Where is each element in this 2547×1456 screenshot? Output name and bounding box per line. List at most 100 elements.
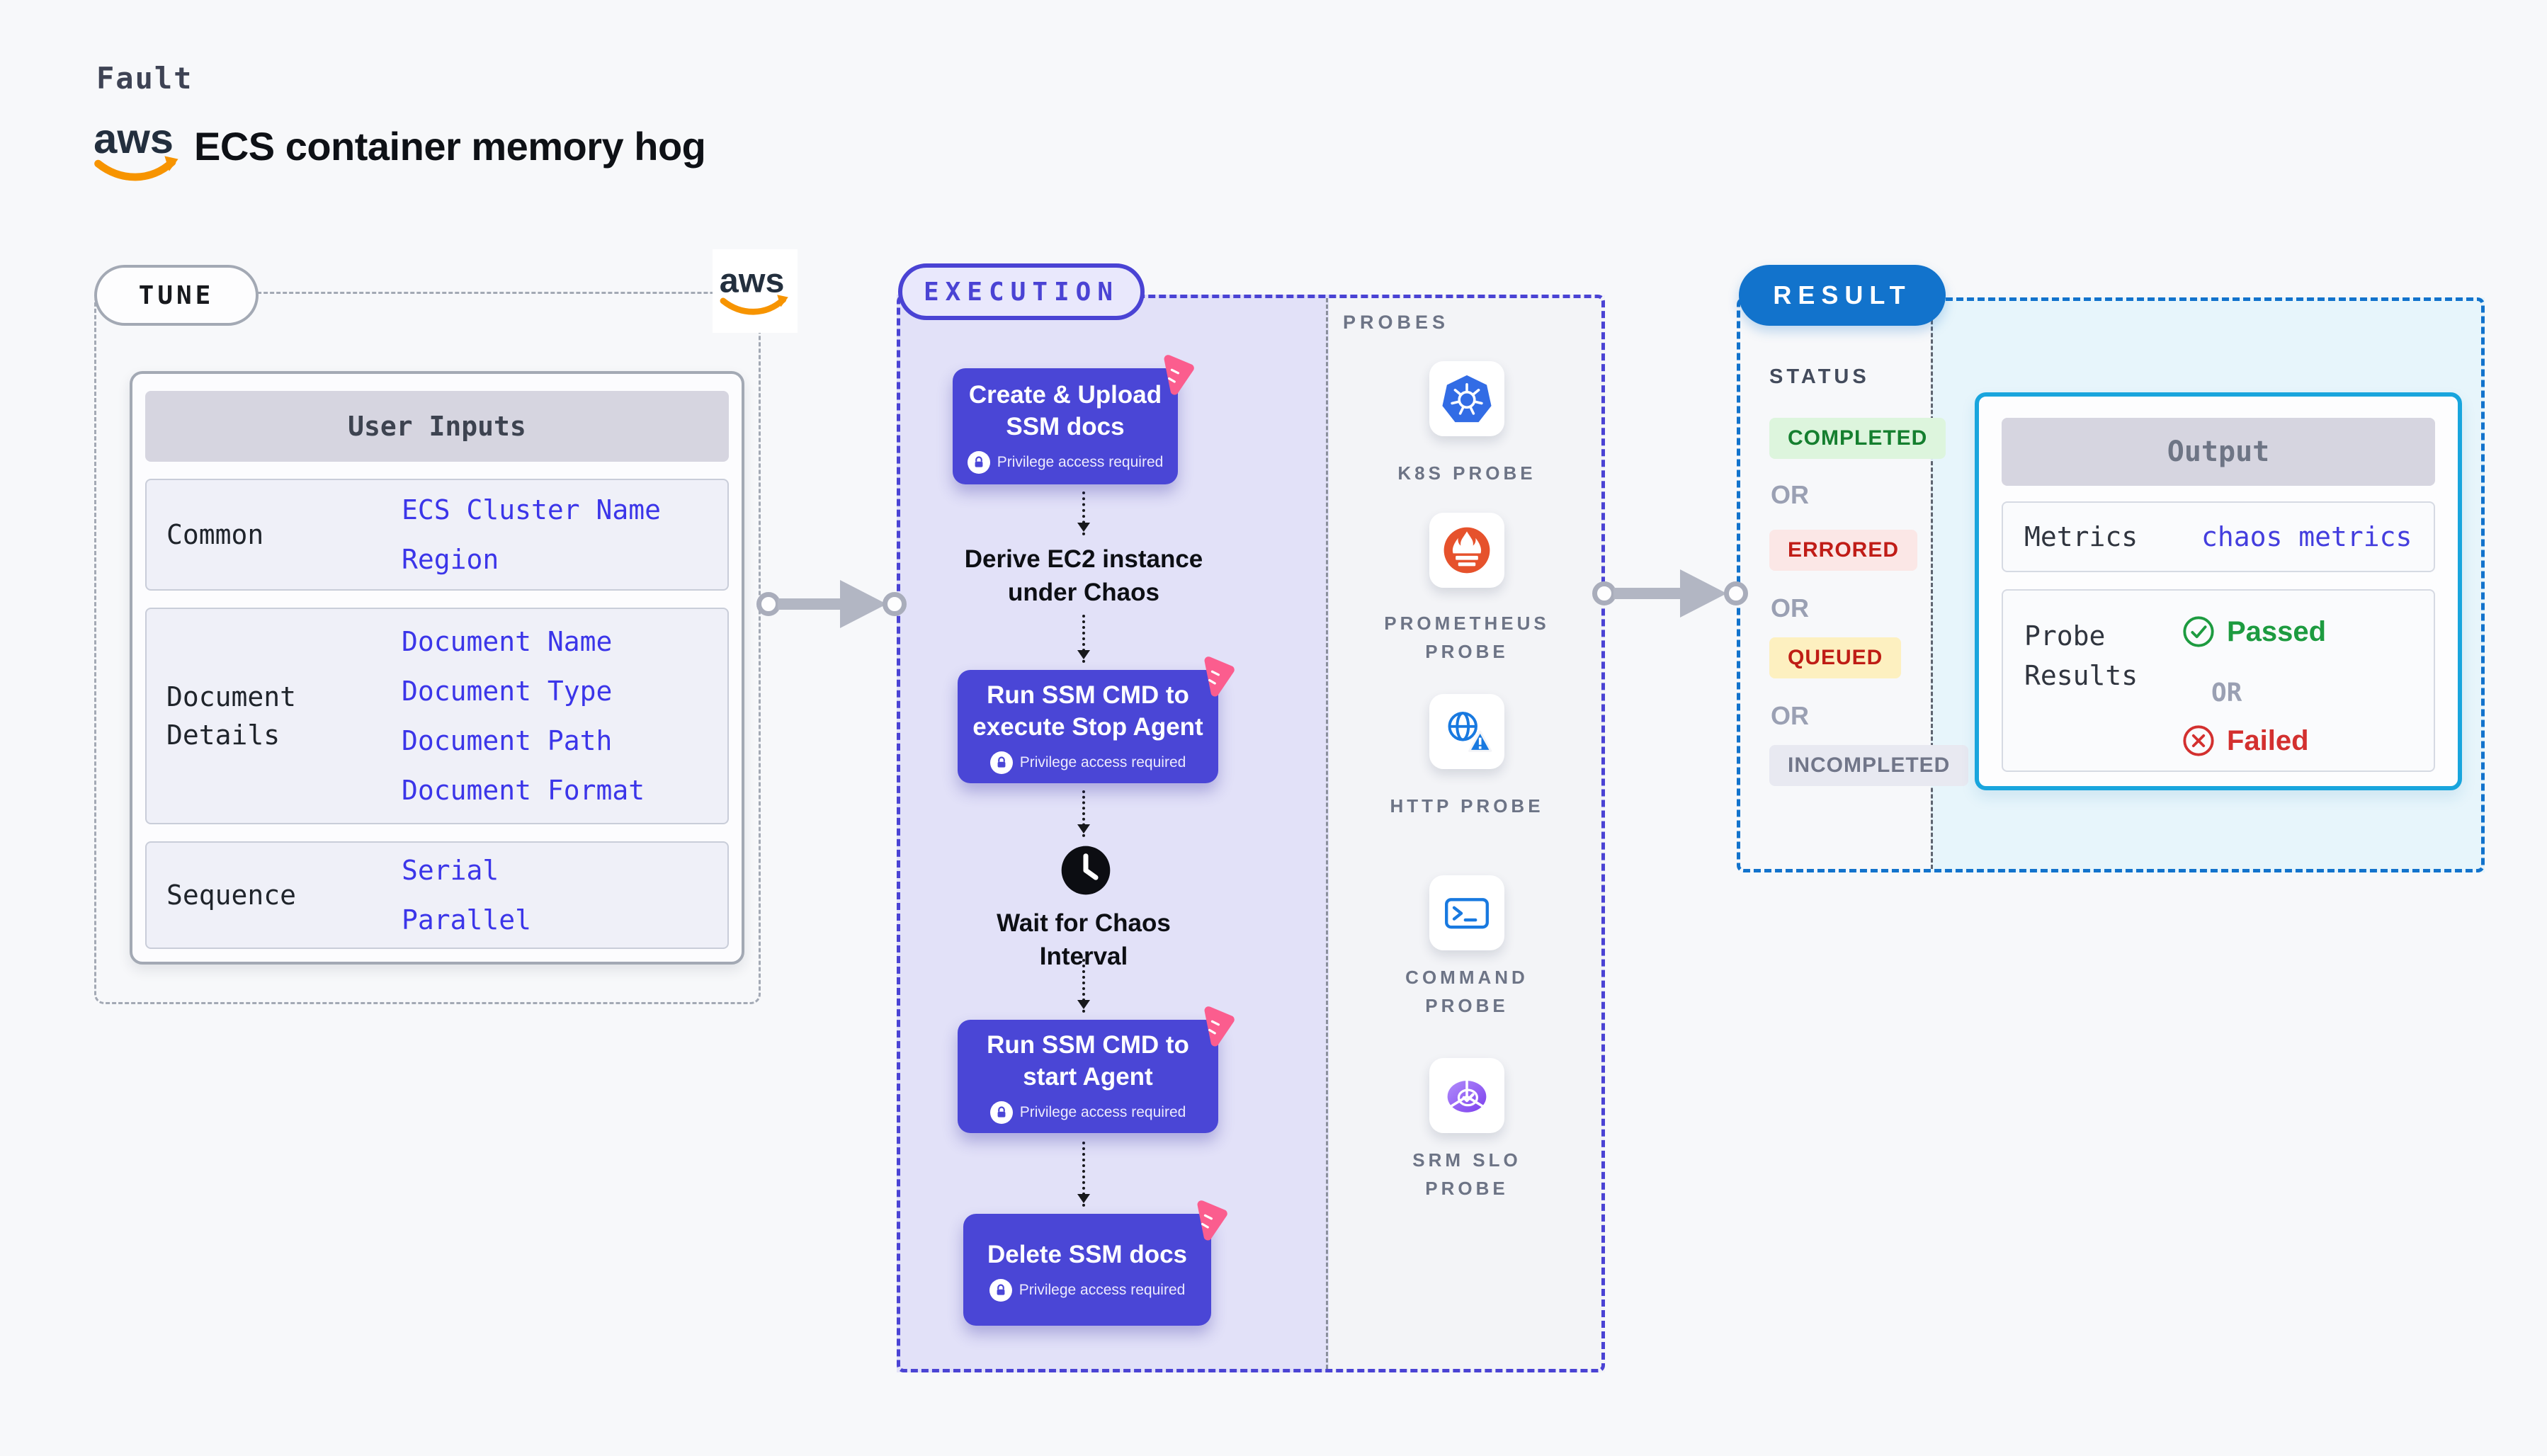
check-circle-icon: [2183, 616, 2214, 647]
input-value: Serial: [402, 855, 499, 886]
step-delete-ssm-docs: Delete SSM docs Privilege access require…: [963, 1200, 1227, 1326]
or-separator: OR: [1771, 701, 1809, 730]
probe-results-label: Probe Results: [2024, 620, 2138, 691]
arrowhead: [1680, 569, 1727, 618]
connector-arrow-tune-to-execution: [756, 574, 907, 635]
connector-line: [778, 598, 843, 610]
row-values: Serial Parallel: [402, 843, 531, 948]
probe-tile-command: [1429, 875, 1504, 950]
chaos-step-icon: [1204, 656, 1235, 697]
probes-panel: [1329, 295, 1605, 1372]
tune-pill: TUNE: [94, 265, 259, 326]
connector-arrow-execution-to-result: [1592, 563, 1748, 624]
probe-results-row: Probe Results Passed OR Failed: [2002, 589, 2435, 772]
status-heading: STATUS: [1769, 365, 1870, 388]
metrics-row: Metrics chaos metrics: [2002, 501, 2435, 572]
probe-label: SRM SLO PROBE: [1412, 1149, 1521, 1199]
connector-endpoint: [1724, 581, 1748, 605]
privilege-badge: Privilege access required: [989, 1101, 1186, 1124]
aws-icon: aws: [720, 263, 788, 315]
connector-endpoint: [1592, 581, 1616, 605]
user-inputs-panel: User Inputs Common ECS Cluster Name Regi…: [130, 371, 744, 965]
probe-tile-k8s: [1429, 361, 1504, 436]
privilege-badge-label: Privilege access required: [1019, 1281, 1186, 1298]
step-run-ssm-cmd-stop-agent: Run SSM CMD to execute Stop Agent Privil…: [958, 656, 1235, 783]
step-create-upload-ssm-docs: Create & Upload SSM docs Privilege acces…: [953, 355, 1194, 484]
page-title: ECS container memory hog: [194, 124, 706, 169]
srm-slo-donut-icon: [1447, 1079, 1487, 1113]
privilege-badge: Privilege access required: [989, 751, 1186, 774]
metrics-label: Metrics: [2024, 521, 2138, 552]
flow-connector: [1077, 491, 1090, 535]
http-globe-warning-icon: [1448, 712, 1492, 752]
chaos-step-icon: [1197, 1200, 1227, 1241]
step-run-ssm-cmd-start-agent: Run SSM CMD to start Agent Privilege acc…: [958, 1006, 1235, 1133]
privilege-badge-label: Privilege access required: [1019, 1104, 1186, 1120]
input-value: Document Type: [402, 676, 613, 707]
connector-endpoint: [756, 592, 781, 616]
user-inputs-row-sequence: Sequence Serial Parallel: [145, 841, 729, 949]
probe-label: PROMETHEUS PROBE: [1384, 613, 1550, 662]
input-value: Document Format: [402, 775, 645, 806]
probe-tile-prometheus: [1429, 513, 1504, 588]
status-badge-incompleted: INCOMPLETED: [1769, 745, 1969, 786]
fault-kicker: Fault: [96, 61, 193, 96]
execution-pill: EXECUTION: [898, 263, 1145, 320]
execution-container: [897, 295, 1605, 1372]
input-value: Document Name: [402, 626, 613, 657]
row-label: Sequence: [166, 880, 297, 911]
lock-icon: [967, 451, 990, 474]
metrics-value: chaos metrics: [2201, 521, 2412, 552]
user-inputs-row-common: Common ECS Cluster Name Region: [145, 479, 729, 591]
probe-label: COMMAND PROBE: [1405, 967, 1528, 1016]
lock-icon: [989, 751, 1013, 774]
kubernetes-icon: [1442, 375, 1492, 423]
privilege-badge-label: Privilege access required: [1019, 754, 1186, 770]
svg-text:aws: aws: [720, 263, 785, 300]
probe-label: HTTP PROBE: [1390, 795, 1544, 817]
probes-divider: [1326, 298, 1328, 1369]
or-separator: OR: [1771, 593, 1809, 622]
probes-label: PROBES: [1343, 312, 1450, 333]
row-values: ECS Cluster Name Region: [402, 480, 661, 589]
flow-connector: [1077, 1142, 1090, 1207]
input-value: Document Path: [402, 725, 613, 756]
output-header: Output: [2002, 418, 2435, 486]
probe-tile-srm-slo: [1429, 1058, 1504, 1133]
input-value: Parallel: [402, 904, 532, 935]
row-label: Common: [166, 519, 264, 550]
aws-logo-small-wrap: aws: [713, 249, 798, 333]
clock-icon: [1058, 843, 1113, 898]
x-circle-icon: [2183, 725, 2214, 756]
status-badge-queued: QUEUED: [1769, 637, 1902, 678]
derive-ec2-note: Derive EC2 instance under Chaos: [964, 545, 1203, 606]
arrowhead: [840, 580, 887, 628]
step-title: Delete SSM docs: [987, 1240, 1188, 1268]
result-pill: RESULT: [1739, 265, 1946, 326]
passed-label: Passed: [2227, 615, 2327, 647]
input-value: ECS Cluster Name: [402, 494, 662, 525]
lock-icon: [989, 1278, 1012, 1302]
probe-tile-http: [1429, 694, 1504, 769]
flow-connector: [1077, 615, 1090, 663]
connector-line: [1613, 588, 1683, 599]
user-inputs-row-document-details: Document Details Document Name Document …: [145, 608, 729, 824]
flow-connector: [1077, 959, 1090, 1013]
step-title: Run SSM CMD to start Agent: [987, 1031, 1189, 1091]
or-separator: OR: [1771, 480, 1809, 509]
row-values: Document Name Document Type Document Pat…: [402, 609, 645, 823]
step-title: Run SSM CMD to execute Stop Agent: [972, 681, 1203, 741]
user-inputs-header: User Inputs: [145, 391, 729, 462]
privilege-badge: Privilege access required: [967, 451, 1164, 474]
prometheus-icon: [1443, 527, 1490, 574]
row-label: Document Details: [166, 681, 297, 751]
privilege-badge-label: Privilege access required: [997, 454, 1164, 470]
output-panel: Output Metrics chaos metrics Probe Resul…: [1975, 392, 2462, 790]
aws-logo: aws: [93, 116, 178, 181]
probe-result-failed: Failed: [2182, 724, 2309, 758]
svg-text:aws: aws: [93, 116, 174, 162]
status-badge-completed: COMPLETED: [1769, 418, 1946, 459]
privilege-badge: Privilege access required: [989, 1278, 1186, 1302]
chaos-step-icon: [1204, 1006, 1235, 1047]
input-value: Region: [402, 544, 499, 575]
